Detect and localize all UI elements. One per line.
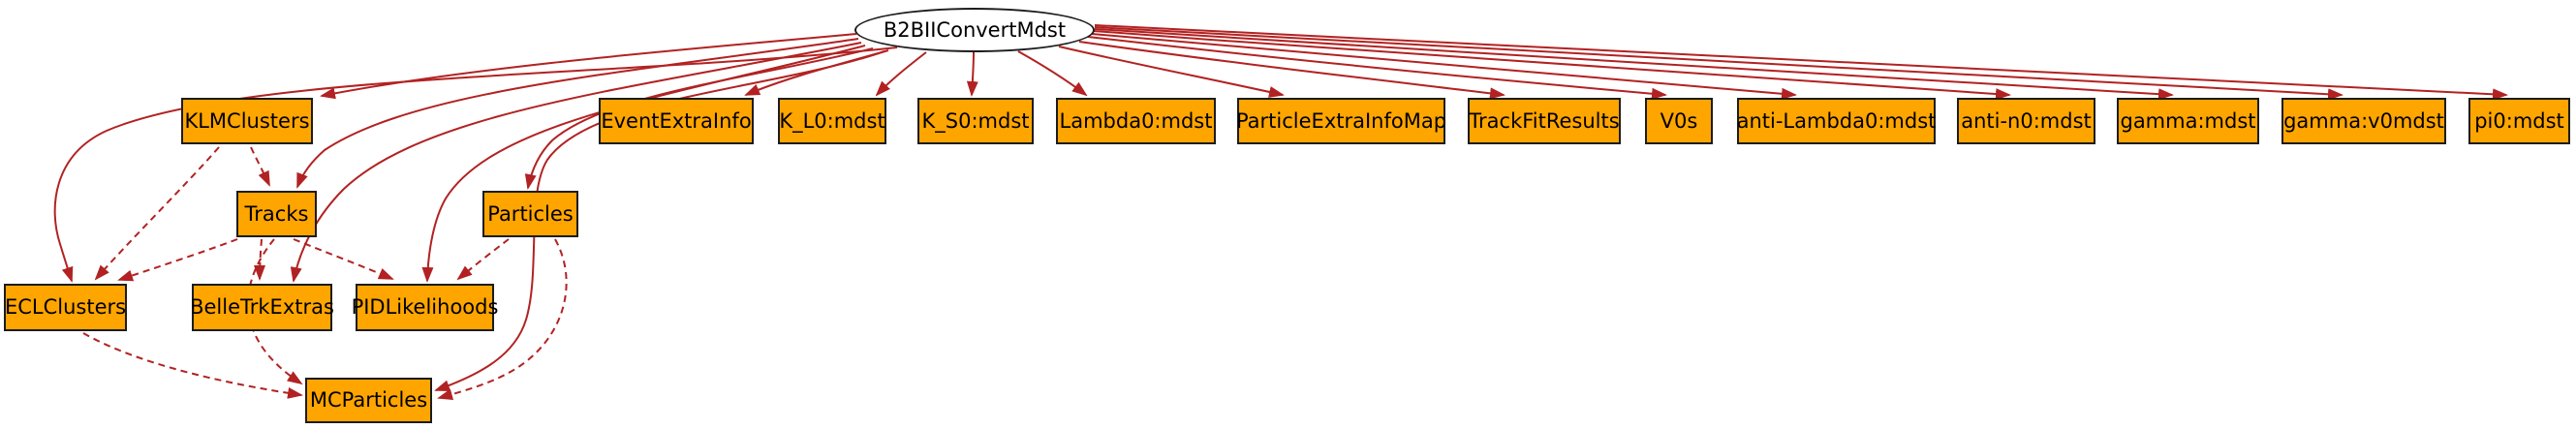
graph-node-particles: Particles <box>482 191 578 237</box>
edge-klmclusters-to-tracks <box>250 146 270 187</box>
graph-node-lambda0-mdst: Lambda0:mdst <box>1056 98 1216 144</box>
graph-node-gamma-v0mdst: gamma:v0mdst <box>2281 98 2446 144</box>
edge-b2bii-convert-mdst-to-k-s0-mdst <box>966 51 978 97</box>
edge-tracks-to-eclclusters <box>117 238 238 282</box>
edge-b2bii-convert-mdst-to-k-l0-mdst <box>875 51 927 97</box>
edge-klmclusters-to-eclclusters <box>94 146 220 281</box>
graph-node-eclclusters: ECLClusters <box>4 284 127 331</box>
edge-tracks-to-belletrkextras <box>254 238 266 281</box>
edge-b2bii-convert-mdst-to-mcparticles <box>434 50 885 391</box>
graph-node-anti-n0-mdst: anti-n0:mdst <box>1957 98 2095 144</box>
edge-tracks-to-pidlikelihoods <box>293 238 394 280</box>
graph-node-tracks: Tracks <box>236 191 317 237</box>
graph-node-gamma-mdst: gamma:mdst <box>2117 98 2259 144</box>
edge-b2bii-convert-mdst-to-anti-lambda0-mdst <box>1091 33 1797 100</box>
edge-eclclusters-to-mcparticles <box>82 332 303 399</box>
graph-node-trackfitresults: TrackFitResults <box>1468 98 1621 144</box>
graph-node-particleextrainfomap: ParticleExtraInfoMap <box>1236 98 1446 144</box>
graph-node-k-l0-mdst: K_L0:mdst <box>778 98 886 144</box>
graph-node-k-s0-mdst: K_S0:mdst <box>917 98 1034 144</box>
edge-b2bii-convert-mdst-to-eventextrainfo <box>744 49 889 96</box>
edge-b2bii-convert-mdst-to-anti-n0-mdst <box>1093 30 2011 101</box>
edge-tracks-to-mcparticles <box>247 238 303 385</box>
edge-b2bii-convert-mdst-to-v0s <box>1087 36 1667 100</box>
graph-node-pi0-mdst: pi0:mdst <box>2468 98 2570 144</box>
edge-particles-to-mcparticles <box>437 238 568 401</box>
edge-b2bii-convert-mdst-to-tracks <box>296 38 859 189</box>
edge-particles-to-pidlikelihoods <box>456 238 510 281</box>
graph-node-pidlikelihoods: PIDLikelihoods <box>352 284 498 331</box>
edge-b2bii-convert-mdst-to-gamma-v0mdst <box>1094 26 2343 101</box>
graph-node-anti-lambda0-mdst: anti-Lambda0:mdst <box>1737 98 1936 144</box>
graph-node-b2bii-convert-mdst: B2BIIConvertMdst <box>854 8 1095 52</box>
edge-b2bii-convert-mdst-to-particleextrainfomap <box>1058 46 1285 98</box>
graph-node-belletrkextras: BelleTrkExtras <box>190 284 334 331</box>
graph-node-eventextrainfo: EventExtraInfo <box>599 98 754 144</box>
edge-b2bii-convert-mdst-to-gamma-mdst <box>1094 28 2174 101</box>
edge-b2bii-convert-mdst-to-trackfitresults <box>1078 41 1505 100</box>
graph-node-klmclusters: KLMClusters <box>181 98 313 144</box>
graph-node-v0s: V0s <box>1645 98 1713 144</box>
edge-b2bii-convert-mdst-to-pidlikelihoods <box>421 45 866 283</box>
edge-b2bii-convert-mdst-to-klmclusters <box>320 33 857 100</box>
edge-b2bii-convert-mdst-to-lambda0-mdst <box>1017 50 1088 97</box>
edge-b2bii-convert-mdst-to-eclclusters <box>53 46 898 283</box>
edge-b2bii-convert-mdst-to-pi0-mdst <box>1094 24 2508 101</box>
graph-node-mcparticles: MCParticles <box>305 378 432 423</box>
